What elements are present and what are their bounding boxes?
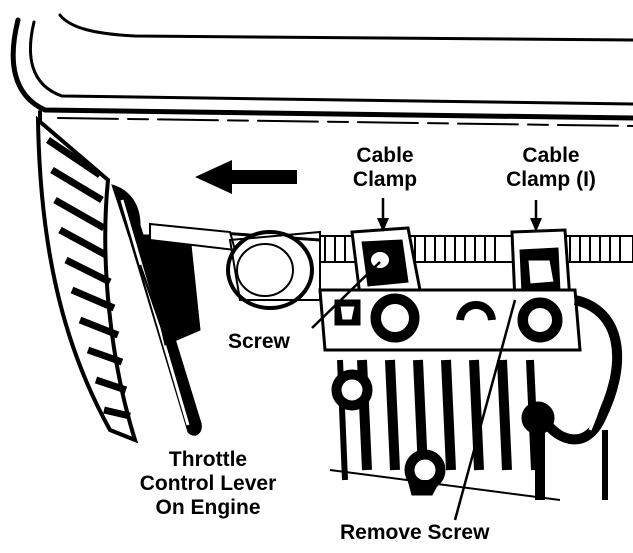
engine-shroud — [10, 13, 633, 232]
throttle-line2: Control Lever — [139, 472, 277, 495]
cable-clamp-right-label: Cable Clamp (I) — [496, 144, 606, 192]
left-arrow-icon — [195, 160, 297, 194]
throttle-line3: On Engine — [155, 496, 261, 519]
leader-arrowheads — [377, 218, 542, 232]
cable-clamp-right-shape — [510, 228, 572, 304]
screw-label: Screw — [228, 330, 290, 353]
cable-clamp-left-shape — [350, 226, 422, 298]
cable-clamp-right-line1: Cable — [522, 144, 580, 167]
cable-clamp-left-line1: Cable — [356, 144, 414, 167]
recoil-grille — [35, 115, 139, 444]
cable-clamp-left-line2: Clamp — [352, 168, 418, 191]
mounting-plate — [318, 288, 582, 352]
cable-clamp-left-label: Cable Clamp — [347, 144, 423, 192]
lower-bolts — [331, 369, 555, 496]
throttle-lever-shape — [111, 184, 321, 436]
throttle-control-lever-label: Throttle Control Lever On Engine — [118, 448, 298, 520]
throttle-line1: Throttle — [168, 448, 248, 471]
pulley — [226, 230, 321, 310]
remove-screw-label: Remove Screw — [340, 521, 490, 544]
hoses — [535, 295, 623, 500]
cable-clamp-right-line2: Clamp (I) — [506, 168, 596, 191]
